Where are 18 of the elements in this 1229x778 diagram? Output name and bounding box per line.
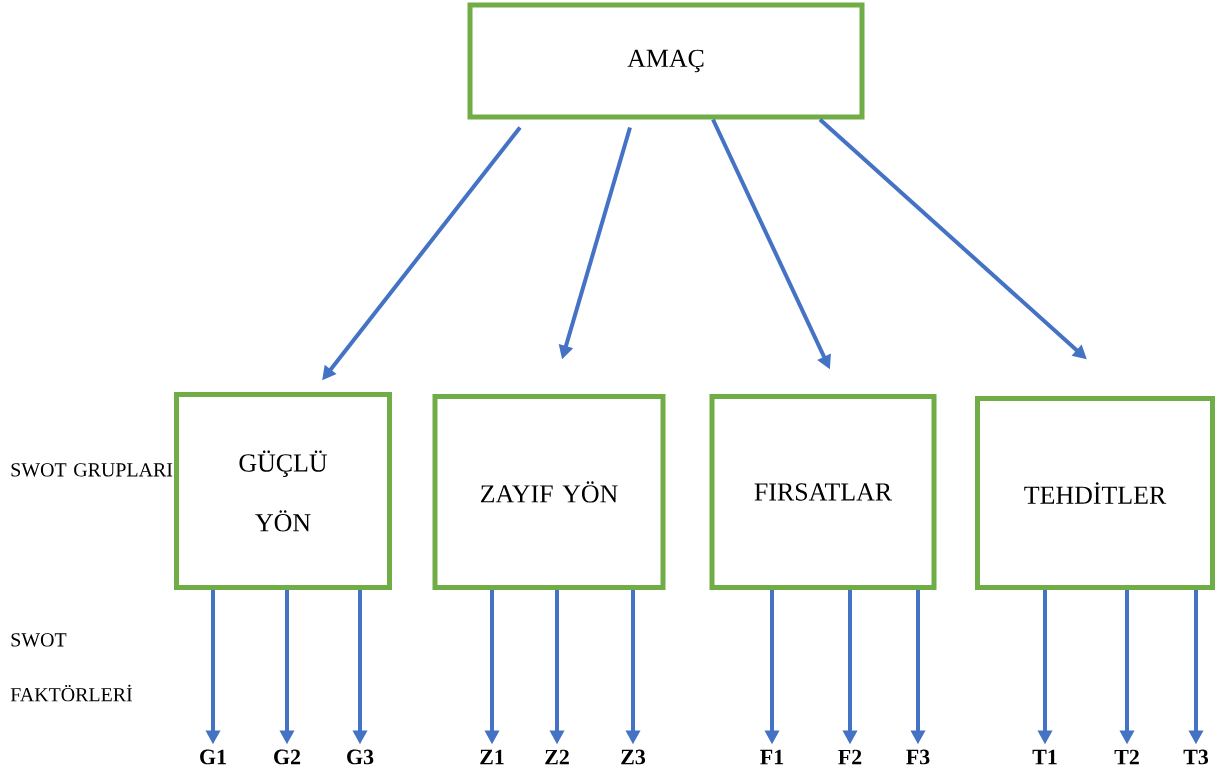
factor-label: T2 xyxy=(1114,749,1139,765)
group-box: TEHDİTLER xyxy=(975,396,1215,590)
group-box: GÜÇLÜ YÖN xyxy=(174,392,392,590)
factor-label: Z2 xyxy=(545,749,569,765)
factor-label: T3 xyxy=(1183,749,1209,765)
factor-label: Z1 xyxy=(480,749,504,765)
factor-label: G3 xyxy=(347,749,374,765)
factor-label: F3 xyxy=(906,749,930,765)
factor-label: G1 xyxy=(200,749,226,765)
row-label: SWOT FAKTÖRLERİ xyxy=(10,633,132,702)
factor-label: Z3 xyxy=(621,749,646,765)
goal-box: AMAÇ xyxy=(467,2,865,120)
group-box: ZAYIF YÖN xyxy=(432,394,666,590)
factor-label: F2 xyxy=(838,749,862,765)
factor-label: F1 xyxy=(760,749,784,765)
factor-label: T1 xyxy=(1032,749,1057,765)
factor-label: G2 xyxy=(274,749,301,765)
group-box: FIRSATLAR xyxy=(709,394,937,590)
